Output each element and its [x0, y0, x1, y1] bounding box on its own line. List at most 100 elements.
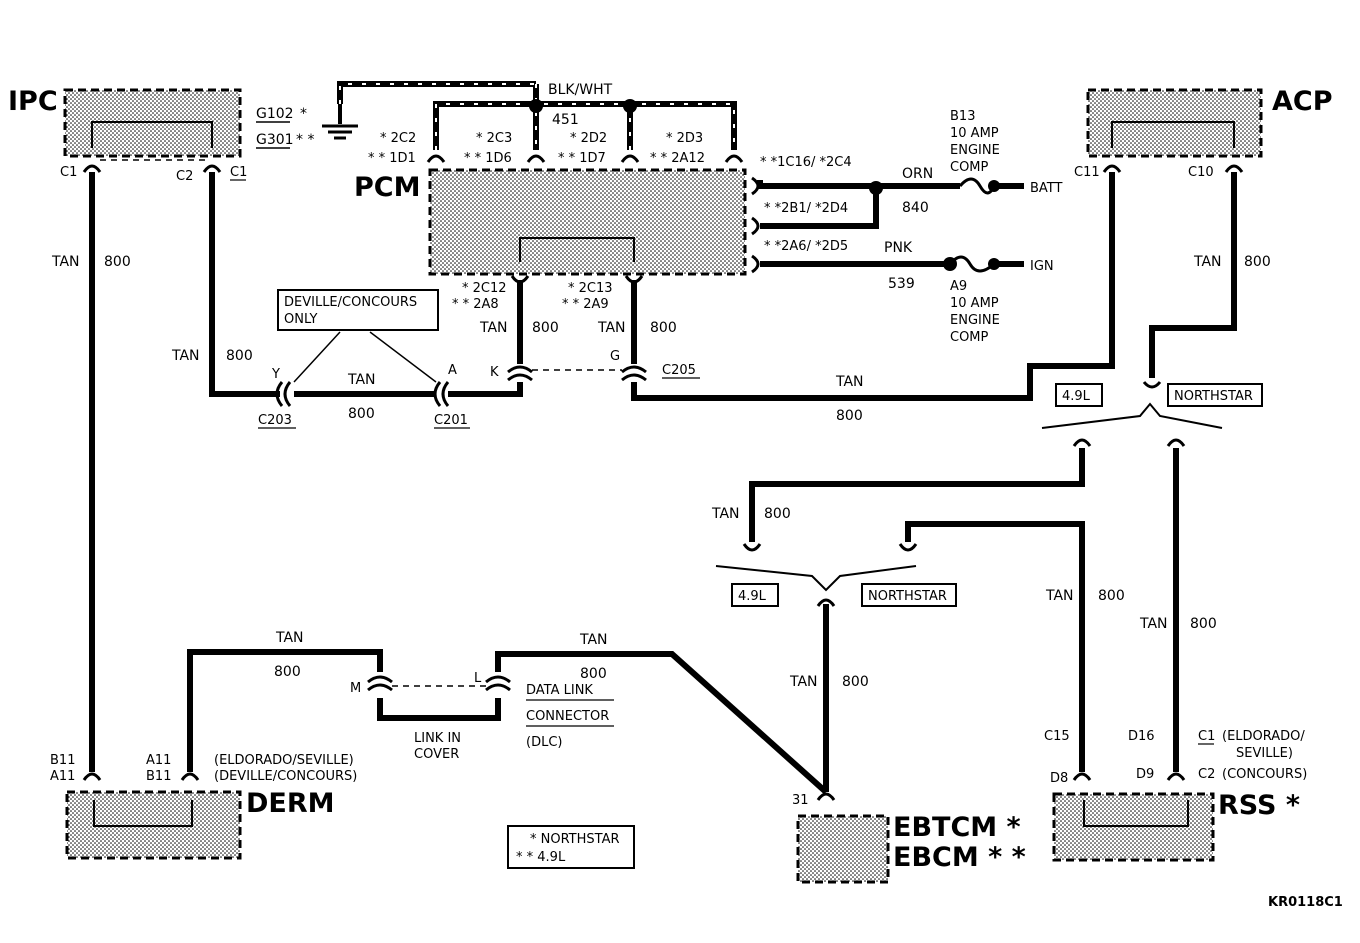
derm-internal-link: [93, 800, 193, 827]
figure-id: KR0118C1: [1268, 895, 1343, 910]
pin-1d6: * * 1D6: [464, 151, 512, 166]
pcm-internal-link: [519, 237, 635, 262]
fuse-a9-name1: ENGINE: [950, 313, 1000, 328]
rss-label: RSS *: [1218, 790, 1300, 821]
derm-label: DERM: [246, 788, 335, 819]
ipc-label: IPC: [8, 86, 58, 117]
ground-symbol-icon: [322, 104, 358, 140]
cup-rss-d9: [1166, 772, 1186, 781]
acp-module: ACP: [1086, 86, 1333, 158]
fuse-a9-amp: 10 AMP: [950, 296, 999, 311]
cup-49-lower: [742, 543, 762, 552]
ign-label: IGN: [1030, 259, 1054, 274]
cup-ebtcm-bracket: [816, 598, 836, 607]
pin-2a12: * * 2A12: [650, 151, 705, 166]
tag-northstar-lower: [861, 583, 957, 607]
conn-acp-c10: C10: [1188, 165, 1214, 180]
fuse-b13-amp: 10 AMP: [950, 126, 999, 141]
pin-1d7: * * 1D7: [558, 151, 606, 166]
wire-g-acp: [631, 172, 1115, 401]
conn-c205: C205: [662, 363, 696, 378]
cup-pcm-2c3: [526, 154, 546, 163]
wire-derm-m: [187, 649, 383, 772]
conn-rss-d8: D8: [1050, 771, 1068, 786]
rss-module: RSS *: [1052, 790, 1300, 862]
pin-2a8: * * 2A8: [452, 297, 499, 312]
pin-2c12: * 2C12: [462, 281, 507, 296]
pin-2c2: * 2C2: [380, 131, 416, 146]
cup-pcm-2d3: [724, 154, 744, 163]
label-539: 539: [888, 276, 915, 292]
cup-c205-g-a: [621, 365, 647, 374]
conn-derm-b11b: B11: [146, 769, 171, 784]
pin-2c3: * 2C3: [476, 131, 512, 146]
conn-c205-g: G: [610, 349, 620, 364]
cup-pcm-2c13: [624, 275, 644, 284]
cup-acp-c11: [1102, 164, 1122, 173]
conn-ipc-c1b: C1: [230, 165, 247, 180]
wire-acp-c10: [1149, 172, 1237, 378]
cup-dlc-m-a: [367, 675, 393, 684]
label-800-k: 800: [532, 320, 559, 336]
label-800-g: 800: [650, 320, 677, 336]
pcm-module-box: [428, 168, 747, 276]
rss-internal-link: [1083, 800, 1189, 827]
ebcm-label: EBCM * *: [893, 842, 1026, 873]
label-840: 840: [902, 200, 929, 216]
conn-c205-k: K: [490, 365, 499, 380]
label-pnk: PNK: [884, 240, 913, 256]
rss-variant-3: (CONCOURS): [1222, 767, 1307, 782]
label-800-c203: 800: [348, 406, 375, 422]
tag-northstar-upper: [1167, 383, 1263, 407]
pin-2a9: * * 2A9: [562, 297, 609, 312]
ebtcm-module-box: [796, 814, 890, 884]
acp-label: ACP: [1272, 86, 1333, 117]
ipc-internal-link: [91, 121, 213, 148]
derm-module: DERM: [65, 788, 335, 860]
label-orn: ORN: [902, 166, 933, 182]
conn-derm-b11: B11: [50, 753, 75, 768]
label-800-ipc2: 800: [226, 348, 253, 364]
wire-49-branch: [749, 448, 1085, 542]
wire-rss-d8: [905, 521, 1085, 772]
fuse-b13-icon: [958, 177, 996, 195]
legend-northstar: * NORTHSTAR: [530, 832, 620, 847]
wire-2b1: [760, 186, 879, 229]
tag-northstar-upper-text: NORTHSTAR: [1174, 389, 1253, 404]
tag-northstar-lower-text: NORTHSTAR: [868, 589, 947, 604]
label-800-rss2: 800: [1190, 616, 1217, 632]
label-blk-wht: BLK/WHT: [548, 82, 613, 98]
cup-acp-to-bracket: [1142, 381, 1162, 389]
pin-2c13: * 2C13: [568, 281, 613, 296]
rss-variant-1: (ELDORADO/: [1222, 729, 1305, 744]
conn-rss-c1: C1: [1198, 729, 1215, 744]
deville-note: DEVILLE/CONCOURS ONLY: [277, 289, 439, 383]
ebtcm-module: EBTCM * EBCM * *: [796, 812, 1026, 884]
cup-pcm-2b1: [751, 216, 760, 236]
legend-box: [507, 825, 635, 869]
legend: * NORTHSTAR * * 4.9L: [507, 825, 635, 869]
wire-link-cover: [377, 698, 501, 721]
conn-derm-a11: A11: [50, 769, 75, 784]
cup-ebtcm-31: [816, 792, 836, 801]
label-tan-g2: TAN: [835, 374, 864, 390]
option-bracket-upper: 4.9L NORTHSTAR: [1041, 381, 1263, 447]
pin-2a6: * *2A6/ *2D5: [764, 239, 848, 254]
wire-network: [89, 81, 1237, 795]
deville-note-line2: ONLY: [284, 312, 317, 327]
label-tan-c203: TAN: [347, 372, 376, 388]
cup-rss-d8: [1072, 772, 1092, 781]
cup-derm-b11: [82, 772, 102, 781]
label-g301-star: * *: [296, 132, 314, 148]
fuse-b13-name1: ENGINE: [950, 143, 1000, 158]
conn-c203-pin: Y: [271, 367, 280, 382]
hatch-ground-bus: [435, 103, 735, 150]
label-tan-dlc: TAN: [579, 632, 608, 648]
ground-labels: G102 * G301 * *: [256, 106, 314, 149]
label-451: 451: [552, 112, 579, 128]
fuse-a9-name2: COMP: [950, 330, 989, 345]
deville-arrow-left: [293, 331, 341, 383]
conn-c201: C201: [434, 413, 468, 428]
wire-c201-k: [448, 382, 523, 397]
